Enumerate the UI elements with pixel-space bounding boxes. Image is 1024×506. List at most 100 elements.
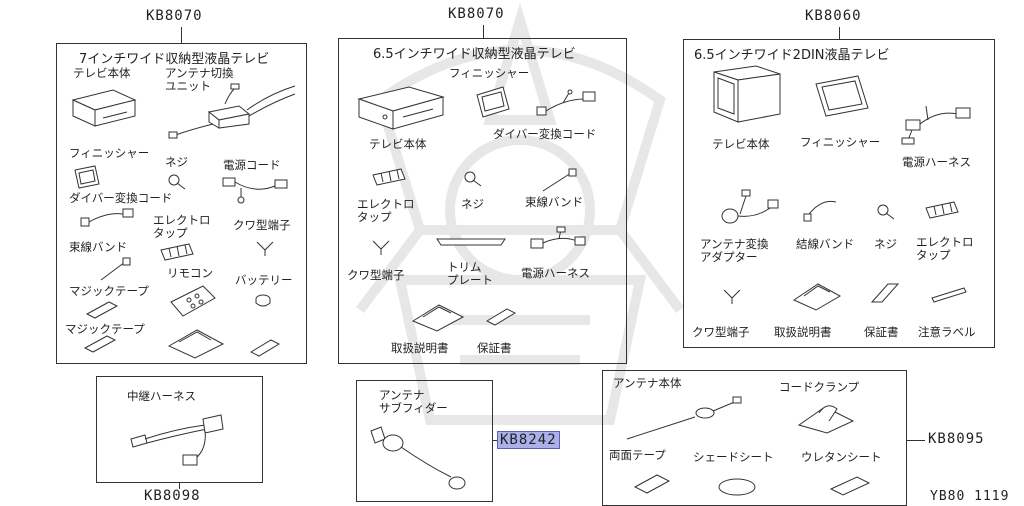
antenna-adapter-icon — [721, 189, 779, 224]
binding-band-icon — [803, 200, 837, 222]
magic-tape-1-label: マジックテープ — [69, 284, 149, 298]
tv-body-label: テレビ本体 — [73, 66, 131, 80]
electro-tap-icon — [160, 243, 194, 261]
diver-cord-label: ダイバー変換コード — [493, 127, 597, 141]
antenna-body-icon — [626, 396, 742, 440]
finisher-icon — [815, 75, 869, 117]
right-set-panel: 6.5インチワイド2DIN液晶テレビ テレビ本体 フィニッシャー 電源ハーネス … — [683, 39, 995, 348]
kuwa-terminal-label: クワ型端子 — [233, 218, 291, 232]
code-left-set[interactable]: KB8070 — [146, 8, 203, 24]
kuwa-terminal-icon — [723, 289, 741, 304]
kuwa-terminal-icon — [256, 241, 274, 256]
relay-harness-icon — [130, 414, 224, 466]
double-tape-label: 両面テープ — [609, 448, 666, 462]
binding-band-icon — [100, 257, 131, 281]
trim-plate-icon — [436, 238, 506, 246]
code-middle-set[interactable]: KB8070 — [448, 6, 505, 22]
finisher-icon — [476, 86, 510, 118]
warranty-icon — [870, 283, 900, 303]
finisher-label: フィニッシャー — [449, 66, 530, 80]
tv-body-icon — [71, 89, 137, 127]
power-cord-label: 電源コード — [223, 158, 281, 172]
power-cord-icon — [222, 177, 288, 204]
power-harness-icon — [530, 226, 586, 249]
code-antenna-sub-feeder[interactable]: KB8242 — [497, 431, 560, 449]
trim-plate-label: トリム プレート — [447, 260, 493, 287]
electro-tap-label: エレクトロ タップ — [916, 235, 974, 262]
kuwa-terminal-label: クワ型端子 — [347, 268, 405, 282]
double-tape-icon — [633, 474, 671, 494]
code-antenna-body[interactable]: KB8095 — [928, 431, 985, 447]
tv-body-label: テレビ本体 — [712, 137, 770, 151]
code-right-set[interactable]: KB8060 — [805, 8, 862, 24]
electro-tap-icon — [372, 168, 406, 186]
antenna-body-label: アンテナ本体 — [613, 376, 682, 390]
warranty-label: 保証書 — [477, 341, 512, 355]
relay-harness-panel: 中継ハーネス — [96, 376, 263, 483]
panel-title: 6.5インチワイド収納型液晶テレビ — [373, 47, 576, 62]
warranty-icon — [485, 308, 517, 326]
antenna-sub-feeder-panel: アンテナ サブフィダー — [356, 380, 493, 502]
finisher-icon — [74, 165, 100, 189]
kuwa-terminal-label: クワ型端子 — [692, 325, 750, 339]
power-harness-icon — [901, 105, 971, 145]
cord-clamp-label: コードクランプ — [779, 380, 860, 394]
manual-icon — [167, 329, 225, 359]
screw-icon — [877, 204, 895, 220]
kuwa-terminal-icon — [372, 240, 390, 255]
caution-label-label: 注意ラベル — [918, 325, 976, 339]
left-set-panel: 7インチワイド収納型液晶テレビ テレビ本体 アンテナ切換 ユニット フィニッシャ… — [56, 43, 307, 364]
antenna-sub-feeder-icon — [370, 426, 466, 490]
antenna-switch-unit-icon — [168, 83, 296, 139]
power-harness-label: 電源ハーネス — [902, 155, 971, 169]
samurai-helmet-watermark — [356, 2, 684, 425]
binding-band-icon — [542, 168, 577, 192]
leader-line — [179, 483, 180, 489]
warranty-icon — [249, 339, 281, 357]
tv-body-icon — [357, 86, 445, 130]
remote-icon — [170, 285, 216, 317]
magic-tape-icon — [83, 335, 117, 353]
warranty-label: 保証書 — [864, 325, 899, 339]
magic-tape-icon — [85, 301, 119, 319]
middle-set-panel: 6.5インチワイド収納型液晶テレビ フィニッシャー テレビ本体 ダイバー変換コー… — [338, 38, 627, 364]
manual-icon — [792, 283, 842, 311]
urethane-sheet-label: ウレタンシート — [801, 450, 882, 464]
relay-harness-label: 中継ハーネス — [127, 389, 196, 403]
remote-label: リモコン — [167, 266, 213, 280]
electro-tap-label: エレクトロ タップ — [153, 213, 211, 240]
screw-icon — [168, 174, 186, 190]
finisher-label: フィニッシャー — [800, 135, 881, 149]
antenna-sub-feeder-label: アンテナ サブフィダー — [379, 388, 448, 415]
shade-sheet-icon — [718, 478, 756, 496]
screw-icon — [464, 171, 482, 187]
leader-line — [181, 27, 182, 43]
binding-band-label: 結線バンド — [796, 237, 855, 251]
panel-title: 7インチワイド収納型液晶テレビ — [79, 52, 270, 67]
shade-sheet-label: シェードシート — [693, 450, 774, 464]
caution-label-icon — [931, 287, 967, 303]
battery-icon — [255, 294, 271, 307]
leader-line — [483, 25, 484, 39]
screw-label: ネジ — [461, 197, 484, 211]
cord-clamp-icon — [797, 405, 855, 434]
tv-body-icon — [713, 65, 781, 123]
magic-tape-2-label: マジックテープ — [65, 322, 145, 336]
finisher-label: フィニッシャー — [69, 146, 150, 160]
antenna-body-panel: アンテナ本体 コードクランプ 両面テープ シェードシート ウレタンシート — [602, 370, 907, 506]
leader-line — [839, 27, 840, 39]
power-harness-label: 電源ハーネス — [521, 266, 590, 280]
leader-line — [907, 440, 925, 441]
electro-tap-icon — [925, 201, 959, 219]
tv-body-label: テレビ本体 — [369, 137, 427, 151]
diver-cord-icon — [536, 89, 596, 116]
antenna-switch-label: アンテナ切換 ユニット — [165, 66, 234, 93]
manual-label: 取扱説明書 — [774, 325, 832, 339]
code-relay-harness[interactable]: KB8098 — [144, 488, 201, 504]
binding-band-label: 束線バンド — [69, 240, 128, 254]
diagram-id: YB80 1119 — [930, 489, 1010, 504]
manual-icon — [411, 304, 465, 332]
diver-cord-icon — [80, 208, 134, 227]
manual-label: 取扱説明書 — [391, 341, 449, 355]
diver-cord-label: ダイバー変換コード — [69, 191, 173, 205]
